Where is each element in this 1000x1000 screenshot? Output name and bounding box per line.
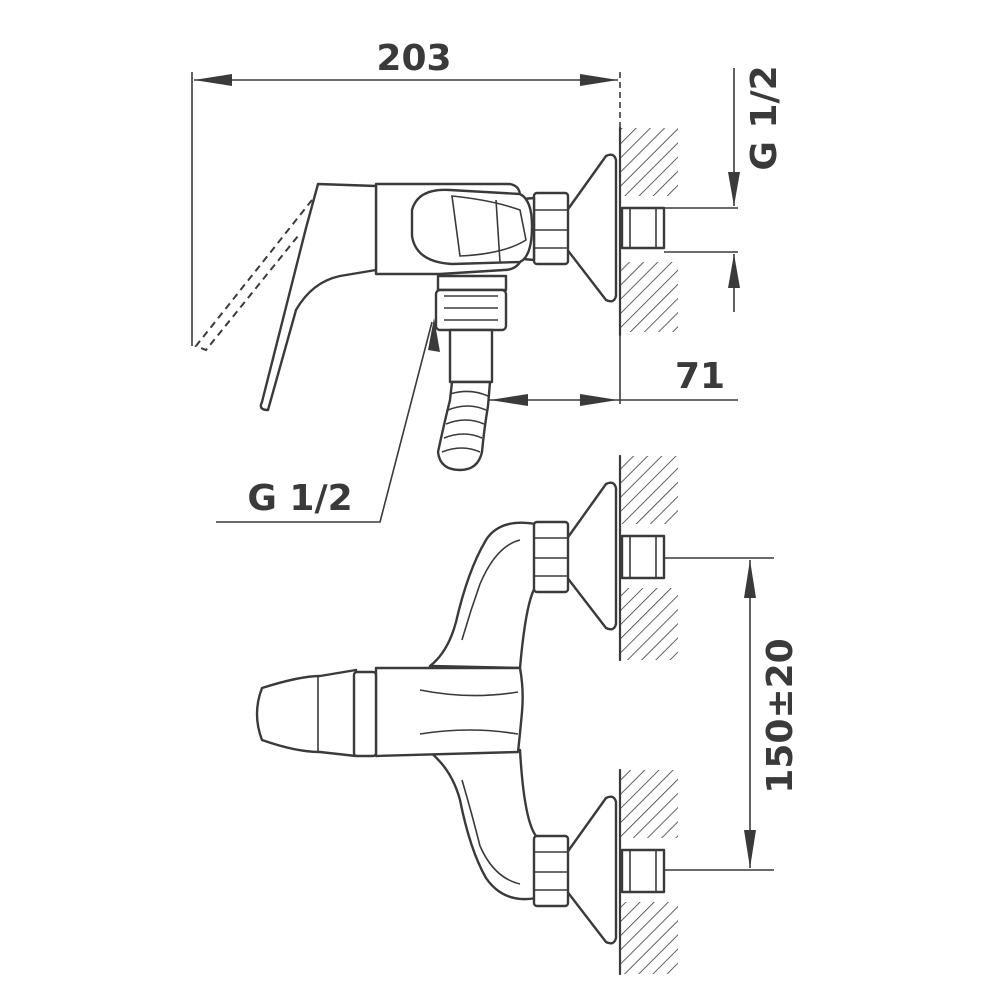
wall-flange-lower xyxy=(564,795,618,945)
hex-nut-top xyxy=(532,191,570,266)
lever-front xyxy=(255,668,378,758)
lever-alt-position xyxy=(194,199,313,352)
hose xyxy=(436,380,492,472)
dim-203-label: 203 xyxy=(376,38,451,79)
mixer-body-front xyxy=(374,666,524,758)
side-view: 203 G 1/2 71 G 1/2 xyxy=(191,38,785,523)
outlet-nozzle xyxy=(434,274,508,384)
dim-203: 203 xyxy=(191,38,621,346)
front-view: 150±20 xyxy=(255,454,801,976)
wall-hatch-top xyxy=(618,126,678,337)
dim-g12-inlet: G 1/2 xyxy=(664,65,785,312)
dim-150: 150±20 xyxy=(664,557,801,871)
eccentric-arm-upper xyxy=(428,521,538,670)
wall-hatch-upper xyxy=(618,454,678,662)
wall-flange-top xyxy=(564,153,618,303)
dim-g12-outlet-label: G 1/2 xyxy=(247,478,352,519)
wall-hatch-lower xyxy=(618,768,678,976)
dim-150-label: 150±20 xyxy=(760,638,801,793)
wall-flange-upper xyxy=(564,481,618,631)
eccentric-arm-lower xyxy=(428,748,538,901)
hex-nut-lower xyxy=(532,834,570,908)
dim-71-label: 71 xyxy=(675,356,725,397)
dim-71: 71 xyxy=(488,335,738,406)
lever-handle xyxy=(259,182,378,412)
dim-g12-inlet-label: G 1/2 xyxy=(744,65,785,170)
dim-g12-outlet: G 1/2 xyxy=(216,318,440,523)
hex-nut-upper xyxy=(532,520,570,594)
